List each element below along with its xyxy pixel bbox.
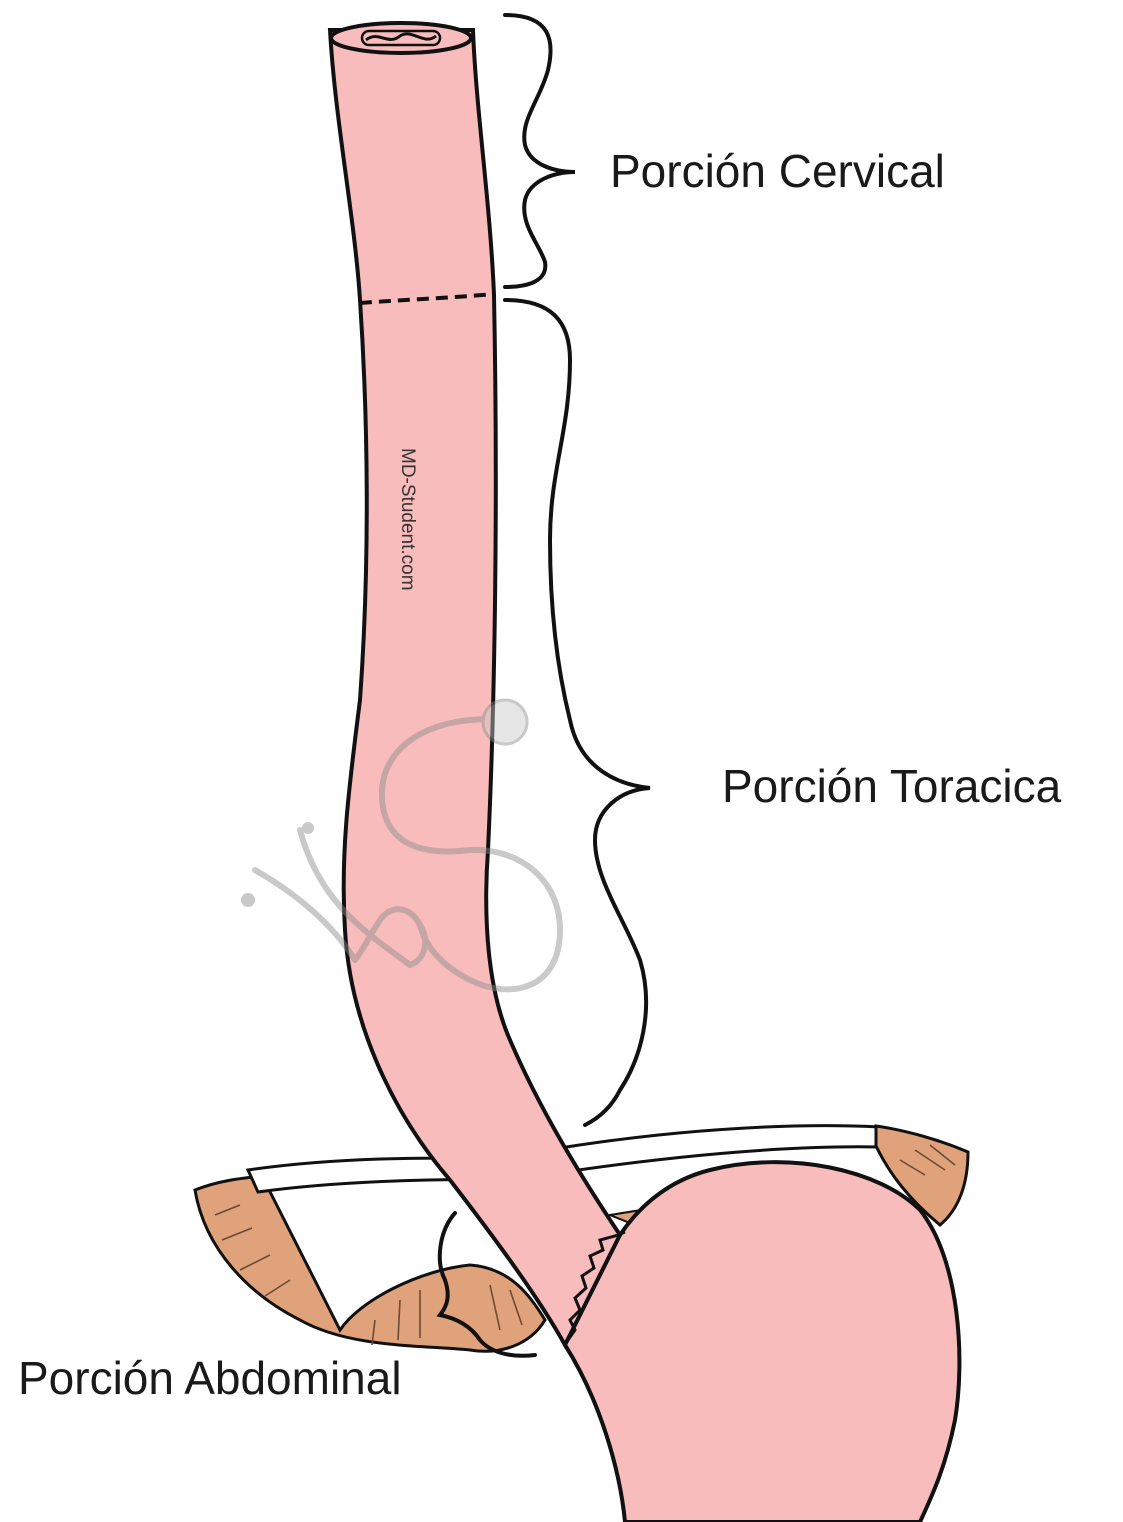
label-porcion-toracica: Porción Toracica [722,763,1061,809]
label-porcion-cervical: Porción Cervical [610,148,945,194]
brace-cervical [505,15,575,287]
diaphragm-tendon-right [560,1126,880,1172]
watermark-text: MD-Student.com [398,448,417,591]
esophagus-top-opening [331,23,471,53]
label-porcion-abdominal: Porción Abdominal [18,1355,402,1401]
brace-toracica [505,300,650,1125]
